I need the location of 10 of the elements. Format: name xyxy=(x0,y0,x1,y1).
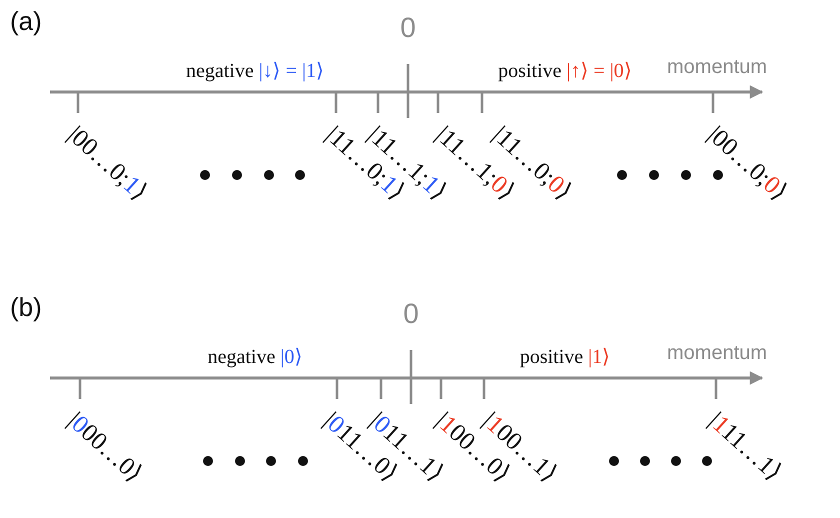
panel-label: (b) xyxy=(10,294,42,320)
state-heading: positive |↑⟩ = |0⟩ xyxy=(498,61,632,81)
panel-label: (a) xyxy=(10,8,42,34)
axis-label: momentum xyxy=(667,57,768,77)
state-heading: positive |1⟩ xyxy=(520,347,610,367)
axis-value: 0 xyxy=(400,14,416,42)
state-heading: negative |0⟩ xyxy=(208,347,302,367)
axis-label: momentum xyxy=(667,343,768,363)
state-heading: negative |↓⟩ = |1⟩ xyxy=(186,61,324,81)
axis-value: 0 xyxy=(403,300,419,328)
